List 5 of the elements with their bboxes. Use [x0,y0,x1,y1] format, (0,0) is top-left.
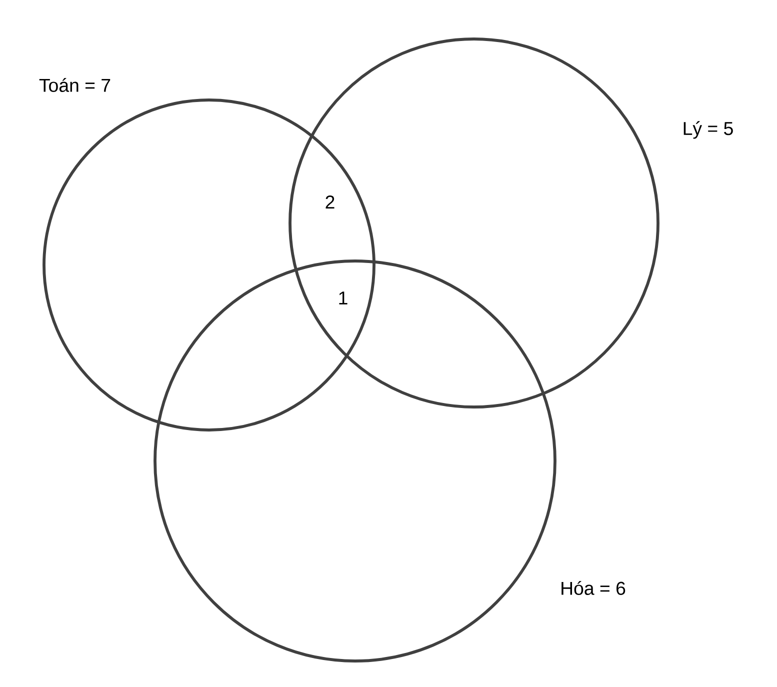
set-label: Hóa = 6 [562,581,626,595]
set-label: Lý = 5 [684,121,733,139]
region-count: 2 [326,195,334,209]
region-count: 1 [339,292,348,304]
set-label: Toán = 7 [39,78,110,92]
